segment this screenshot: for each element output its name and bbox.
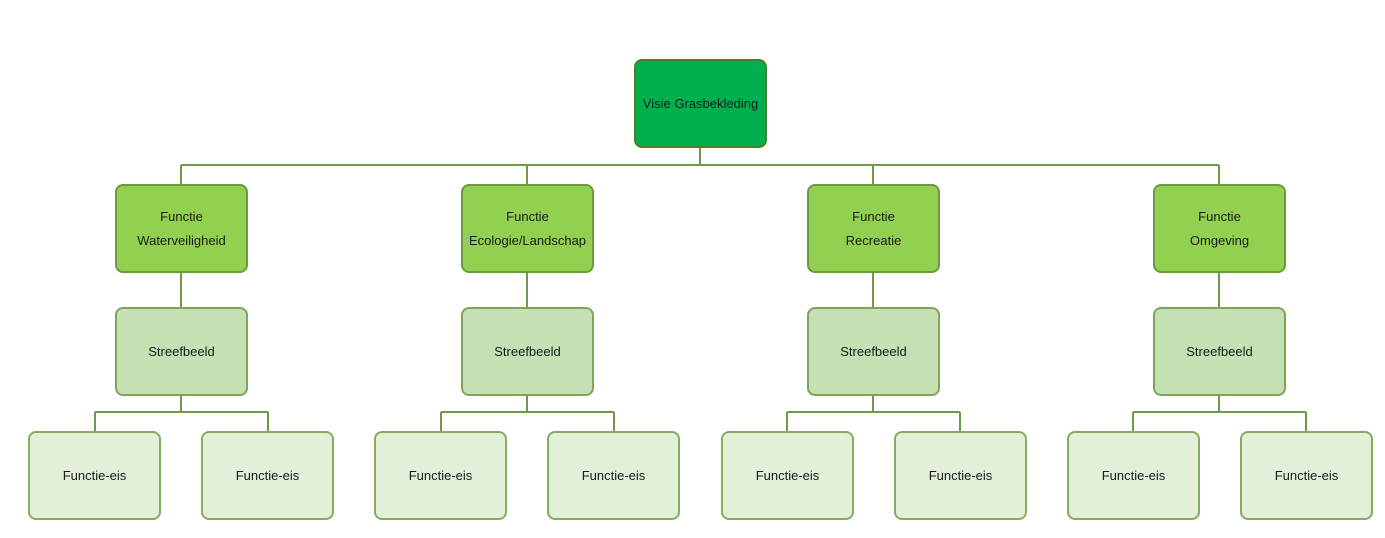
function-node-recreatie: Functie Recreatie (807, 184, 940, 273)
function-node-ecologie-landschap: Functie Ecologie/Landschap (461, 184, 594, 273)
requirement-label: Functie-eis (1101, 467, 1166, 483)
root-label: Visie Grasbekleding (642, 95, 759, 111)
requirement-node-3b: Functie-eis (894, 431, 1027, 520)
requirement-label: Functie-eis (755, 467, 820, 483)
requirement-label: Functie-eis (235, 467, 300, 483)
ideal-label: Streefbeeld (1186, 343, 1253, 359)
requirement-node-4a: Functie-eis (1067, 431, 1200, 520)
requirement-label: Functie-eis (1274, 467, 1339, 483)
requirement-label: Functie-eis (408, 467, 473, 483)
function-name: Ecologie/Landschap (468, 232, 587, 248)
ideal-label: Streefbeeld (840, 343, 907, 359)
requirement-node-2b: Functie-eis (547, 431, 680, 520)
function-name: Waterveiligheid (137, 232, 226, 248)
function-node-waterveiligheid: Functie Waterveiligheid (115, 184, 248, 273)
ideal-node-3: Streefbeeld (807, 307, 940, 396)
requirement-node-2a: Functie-eis (374, 431, 507, 520)
root-node: Visie Grasbekleding (634, 59, 767, 148)
function-name: Recreatie (845, 232, 902, 248)
requirement-label: Functie-eis (928, 467, 993, 483)
function-title: Functie (852, 208, 895, 224)
ideal-label: Streefbeeld (148, 343, 215, 359)
function-name: Omgeving (1189, 232, 1250, 248)
function-title: Functie (1198, 208, 1241, 224)
requirement-node-4b: Functie-eis (1240, 431, 1373, 520)
requirement-label: Functie-eis (62, 467, 127, 483)
requirement-node-1b: Functie-eis (201, 431, 334, 520)
requirement-label: Functie-eis (581, 467, 646, 483)
ideal-node-1: Streefbeeld (115, 307, 248, 396)
ideal-label: Streefbeeld (494, 343, 561, 359)
ideal-node-2: Streefbeeld (461, 307, 594, 396)
function-title: Functie (506, 208, 549, 224)
function-title: Functie (160, 208, 203, 224)
requirement-node-3a: Functie-eis (721, 431, 854, 520)
requirement-node-1a: Functie-eis (28, 431, 161, 520)
function-node-omgeving: Functie Omgeving (1153, 184, 1286, 273)
ideal-node-4: Streefbeeld (1153, 307, 1286, 396)
